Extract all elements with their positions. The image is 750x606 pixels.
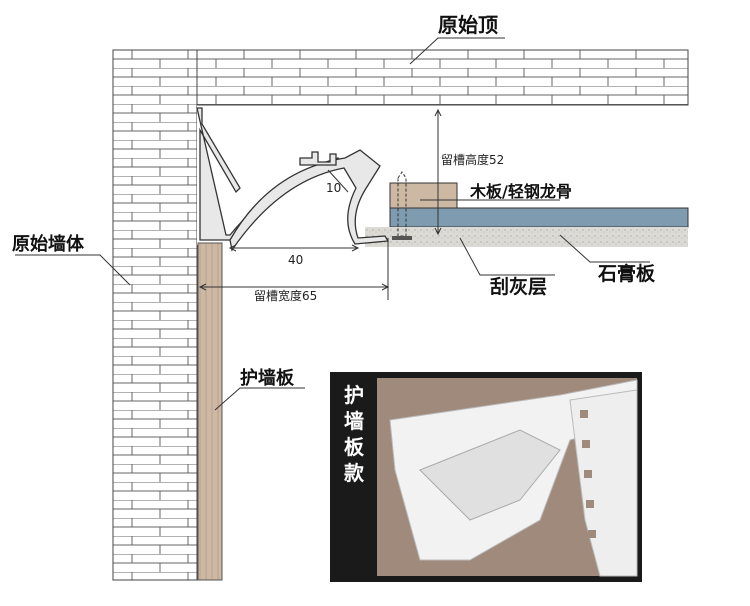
- label-slot-width: 留槽宽度65: [254, 288, 317, 303]
- label-wood-keel: 木板/轻钢龙骨: [469, 182, 572, 201]
- photo-caption-char-2: 墙: [344, 409, 364, 433]
- label-slot-height: 留槽高度52: [441, 152, 504, 167]
- label-plaster-layer: 刮灰层: [490, 275, 547, 298]
- photo-caption-char-3: 板: [344, 435, 365, 459]
- aluminium-profile: [196, 107, 390, 252]
- photo-caption-char-4: 款: [344, 461, 365, 485]
- wall-panel: [197, 242, 223, 581]
- gypsum-board: [389, 207, 689, 228]
- product-photo-panel: 护 墙 板 款: [330, 372, 642, 582]
- photo-caption-char-1: 护: [344, 383, 364, 407]
- label-dim-40: 40: [288, 253, 303, 267]
- original-ceiling: [112, 49, 689, 106]
- label-gypsum-board: 石膏板: [597, 262, 656, 285]
- label-dim-10: 10: [326, 181, 341, 195]
- plaster-layer: [365, 227, 688, 247]
- wood-keel: [389, 182, 458, 209]
- original-wall: [112, 49, 198, 581]
- label-original-ceiling: 原始顶: [438, 13, 498, 37]
- label-original-wall: 原始墙体: [12, 233, 85, 255]
- screw-icon: [397, 171, 407, 237]
- label-wall-panel: 护墙板: [240, 367, 295, 389]
